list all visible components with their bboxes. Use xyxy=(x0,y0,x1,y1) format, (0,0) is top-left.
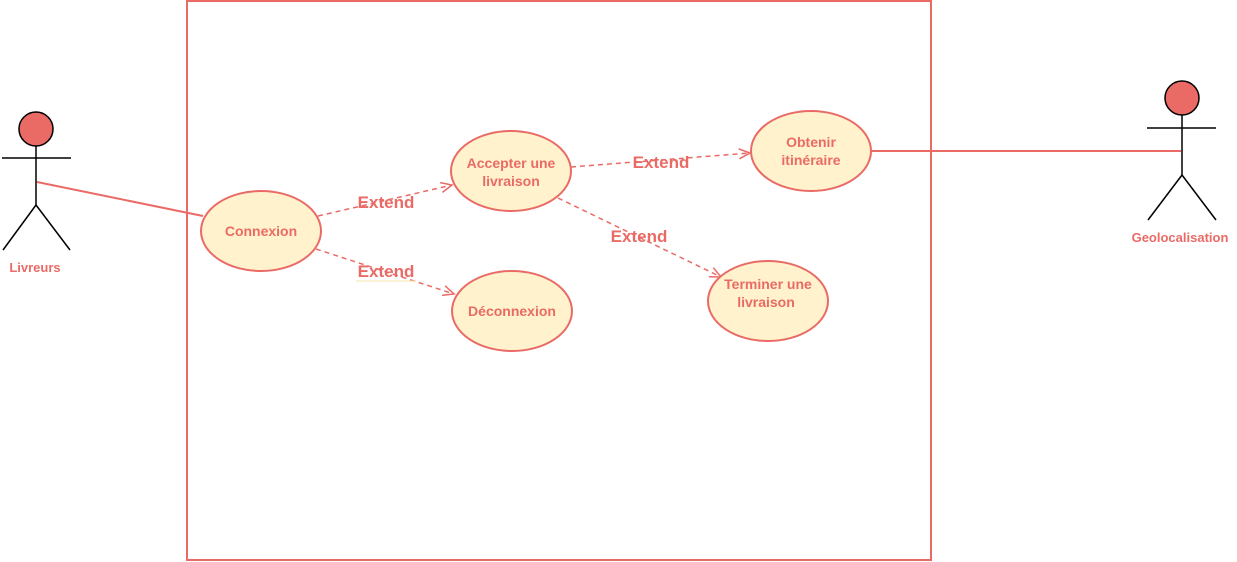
extend-label-accepter-obtenir: Extend xyxy=(633,153,690,172)
extend-arrow-connexion-deconnexion xyxy=(315,248,456,297)
actor-geolocalisation-label: Geolocalisation xyxy=(1132,230,1229,245)
use-case-terminer-label-line-1: Terminer une xyxy=(724,276,812,292)
use-case-accepter-label-line-2: livraison xyxy=(482,173,540,189)
system-boundary xyxy=(186,0,932,561)
extend-label-accepter-terminer: Extend xyxy=(611,227,668,246)
use-case-terminer-une-livraison[interactable]: Terminer une livraison xyxy=(707,260,829,342)
use-case-connexion[interactable]: Connexion xyxy=(200,190,322,272)
use-case-terminer-label-line-2: livraison xyxy=(737,294,795,310)
use-case-accepter-une-livraison[interactable]: Accepter une livraison xyxy=(450,130,572,212)
use-case-accepter-label-line-1: Accepter une xyxy=(467,155,556,171)
extend-label-connexion-deconnexion: Extend xyxy=(358,262,415,281)
actor-livreurs-label: Livreurs xyxy=(9,260,60,275)
stick-figure-icon xyxy=(2,111,71,251)
extend-arrow-accepter-terminer xyxy=(557,197,723,278)
use-case-connexion-shape xyxy=(200,190,322,272)
extend-arrow-connexion-accepter xyxy=(317,181,454,217)
use-case-accepter-shape xyxy=(450,130,572,212)
use-case-obtenir-shape xyxy=(750,110,872,192)
use-case-terminer-shape xyxy=(707,260,829,342)
association-livreurs-connexion xyxy=(36,181,204,217)
use-case-obtenir-label-line-2: itinéraire xyxy=(781,152,840,168)
use-case-connexion-label: Connexion xyxy=(225,223,297,239)
use-case-deconnexion-shape xyxy=(451,270,573,352)
actor-livreurs[interactable]: Livreurs xyxy=(2,111,71,275)
stick-figure-icon xyxy=(1147,80,1217,221)
actor-geolocalisation[interactable]: Geolocalisation xyxy=(1132,80,1229,245)
use-case-obtenir-label-line-1: Obtenir xyxy=(786,134,836,150)
extend-arrow-accepter-obtenir xyxy=(570,148,752,168)
use-case-obtenir-itineraire[interactable]: Obtenir itinéraire xyxy=(750,110,872,192)
extend-label-connexion-accepter: Extend xyxy=(358,193,415,212)
use-case-deconnexion-label: Déconnexion xyxy=(468,303,556,319)
use-case-deconnexion[interactable]: Déconnexion xyxy=(451,270,573,352)
